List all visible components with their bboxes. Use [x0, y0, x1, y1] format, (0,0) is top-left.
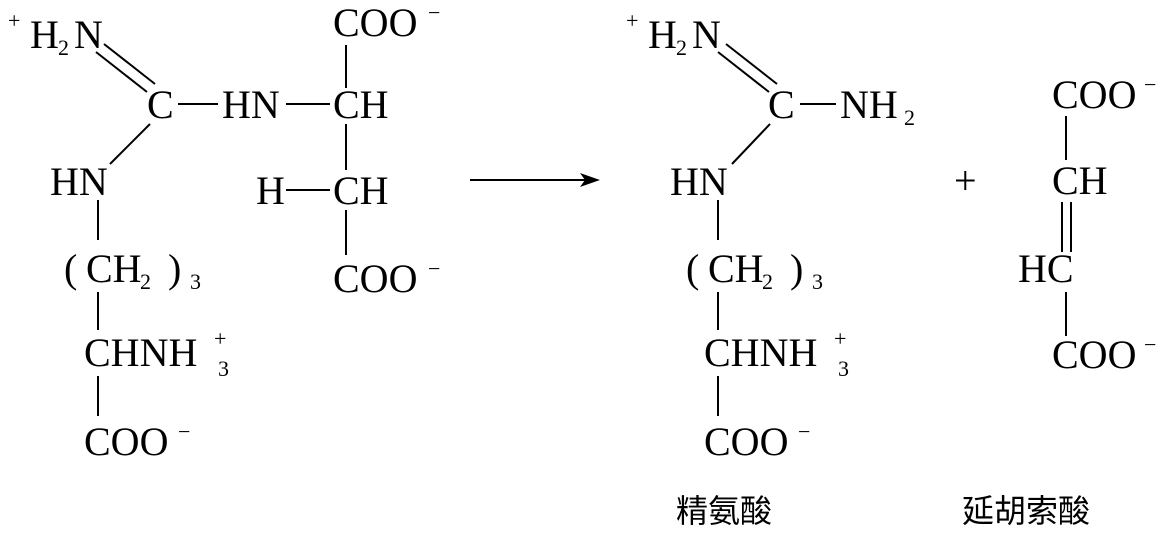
group-COO-top: COO	[333, 0, 417, 45]
plus-charge: +	[8, 8, 20, 33]
minus-charge: −	[428, 0, 440, 25]
atom-C: C	[768, 82, 795, 127]
plus-sign: +	[954, 158, 977, 203]
group-COO-bottom: COO	[704, 419, 788, 464]
group-NH: NH	[840, 82, 898, 127]
subscript-3: 3	[218, 356, 229, 381]
arrow-head	[580, 173, 600, 187]
subscript-3: 3	[838, 356, 849, 381]
minus-charge: −	[798, 419, 810, 444]
subscript-2: 2	[676, 35, 687, 60]
minus-charge: −	[428, 256, 440, 281]
atom-HN-low: HN	[670, 159, 728, 204]
group-CHNH: CHNH	[84, 330, 197, 375]
double-bond-line-2	[103, 43, 156, 85]
group-HC: HC	[1018, 246, 1074, 291]
subscript-3: 3	[812, 269, 823, 294]
atom-HN-link: HN	[222, 82, 280, 127]
minus-charge: −	[1144, 332, 1156, 357]
group-COO-bottom: COO	[1052, 332, 1136, 377]
close-paren: )	[790, 246, 803, 291]
atom-H-left: H	[256, 168, 285, 213]
double-bond-line-1	[95, 51, 148, 93]
atom-H: H	[30, 12, 59, 57]
atom-CH-top: CH	[333, 82, 389, 127]
atom-C: C	[147, 82, 174, 127]
group-COO-bottom: COO	[84, 419, 168, 464]
plus-charge: +	[214, 326, 226, 351]
subscript-2: 2	[140, 269, 151, 294]
atom-N: N	[74, 12, 103, 57]
plus-charge: +	[626, 8, 638, 33]
minus-charge: −	[178, 419, 190, 444]
plus-charge: +	[834, 326, 846, 351]
fumarate-name-label: 延胡索酸	[962, 492, 1090, 530]
open-paren: (	[64, 246, 77, 291]
group-COO-top: COO	[1052, 72, 1136, 117]
group-CH: CH	[1052, 158, 1108, 203]
fumarate-molecule: COO − CH HC COO − 延胡索酸	[962, 72, 1156, 530]
reactant-molecule: + H 2 N C HN CH COO − H CH COO − HN ( CH…	[8, 0, 440, 464]
arginine-name-label: 精氨酸	[676, 492, 772, 530]
atom-CH-mid: CH	[333, 168, 389, 213]
group-CH: CH	[86, 246, 142, 291]
subscript-3: 3	[190, 269, 201, 294]
bond	[731, 123, 771, 165]
atom-H: H	[648, 12, 677, 57]
group-CHNH: CHNH	[704, 330, 817, 375]
subscript-2: 2	[904, 105, 915, 130]
atom-HN-low: HN	[50, 159, 108, 204]
minus-charge: −	[1144, 72, 1156, 97]
group-CH: CH	[708, 246, 764, 291]
close-paren: )	[168, 246, 181, 291]
double-bond-line-1	[717, 51, 770, 93]
atom-N: N	[692, 12, 721, 57]
subscript-2: 2	[762, 269, 773, 294]
double-bond-line-2	[725, 43, 778, 85]
subscript-2: 2	[58, 35, 69, 60]
group-COO-mid: COO	[333, 256, 417, 301]
arginine-molecule: + H 2 N C NH 2 HN ( CH 2 ) 3 CHNH + 3 CO…	[626, 8, 915, 530]
open-paren: (	[686, 246, 699, 291]
bond	[109, 123, 151, 165]
reaction-arrow	[470, 173, 600, 187]
